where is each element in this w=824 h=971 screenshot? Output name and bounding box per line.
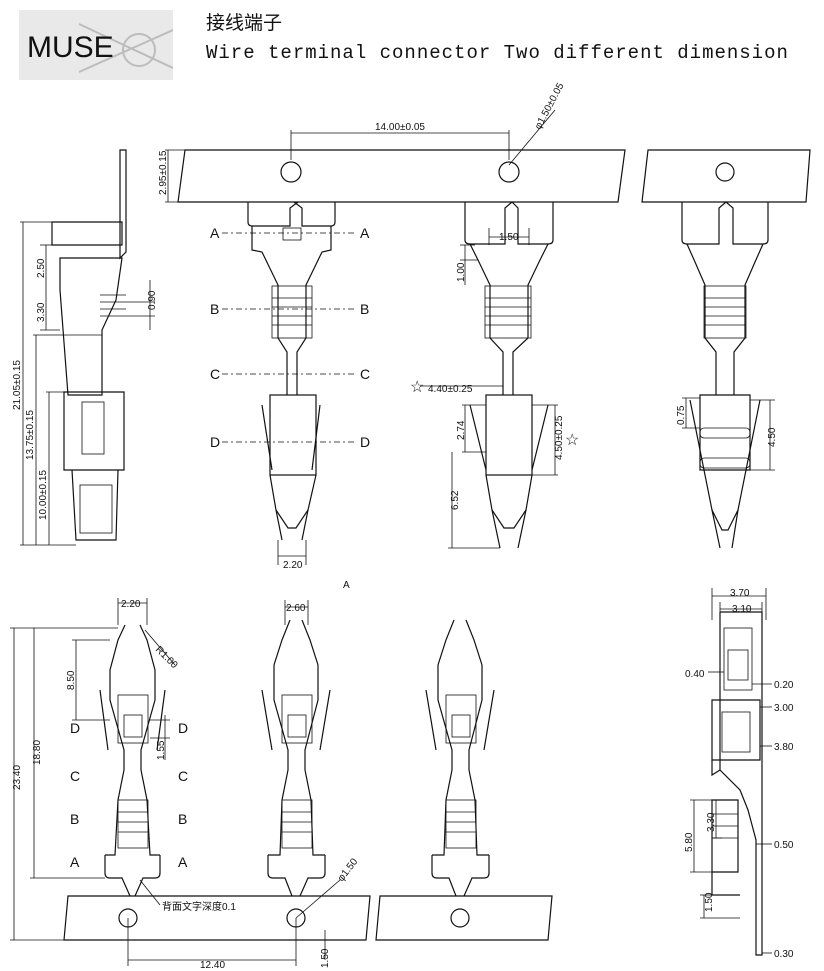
side-view-bottom (711, 611, 763, 956)
terminal-3-dims: 0.75 4.50 (676, 397, 778, 471)
svg-text:3.70: 3.70 (730, 588, 750, 599)
svg-text:φ1.50±0.05: φ1.50±0.05 (533, 81, 567, 131)
back-text-note: 背面文字深度0.1 (162, 900, 236, 913)
svg-text:12.40: 12.40 (200, 960, 225, 971)
svg-text:0.20: 0.20 (774, 680, 794, 691)
svg-text:1.00: 1.00 (456, 262, 467, 282)
svg-text:1.50: 1.50 (704, 892, 715, 912)
side-view-dims: 21.05±0.15 13.75±0.15 10.00±0.15 2.50 3.… (12, 221, 158, 546)
svg-text:C: C (360, 366, 370, 382)
svg-text:2.95±0.15: 2.95±0.15 (158, 150, 169, 195)
svg-text:A: A (178, 854, 188, 870)
svg-text:☆: ☆ (410, 379, 424, 396)
svg-text:4.50±0.25: 4.50±0.25 (554, 415, 565, 460)
logo-text: MUSE (27, 31, 114, 64)
svg-text:0.40: 0.40 (685, 669, 705, 680)
top-carrier-strip (177, 149, 811, 203)
title-chinese: 接线端子 (206, 12, 283, 34)
svg-text:D: D (70, 720, 80, 736)
svg-text:C: C (70, 768, 80, 784)
svg-text:4.40±0.25: 4.40±0.25 (428, 384, 473, 395)
bottom-section-labels: D D C C B B A A (70, 720, 188, 870)
terminal-front-1 (247, 201, 336, 541)
pitch-dimension: 14.00±0.05 φ1.50±0.05 2.95±0.15 (158, 81, 567, 203)
svg-text:B: B (360, 301, 369, 317)
svg-text:10.00±0.15: 10.00±0.15 (38, 470, 49, 520)
terminal-front-3 (681, 201, 769, 549)
svg-text:A: A (360, 225, 370, 241)
svg-text:23.40: 23.40 (12, 765, 23, 790)
bottom-carrier-strip (63, 895, 553, 941)
svg-text:3.30: 3.30 (36, 302, 47, 322)
terminal-bottom-2: 2.60 (261, 600, 331, 897)
title-english: Wire terminal connector Two different di… (206, 42, 789, 64)
svg-text:1.50: 1.50 (320, 948, 331, 968)
svg-text:B: B (178, 811, 187, 827)
svg-text:C: C (210, 366, 220, 382)
svg-text:3.00: 3.00 (774, 703, 794, 714)
svg-text:8.50: 8.50 (66, 670, 77, 690)
svg-text:13.75±0.15: 13.75±0.15 (25, 410, 36, 460)
section-lines: A A B B C C D D 2.20 (210, 225, 370, 571)
svg-text:0.90: 0.90 (147, 290, 158, 310)
svg-text:21.05±0.15: 21.05±0.15 (12, 360, 23, 410)
svg-text:A: A (210, 225, 220, 241)
svg-text:18.80: 18.80 (32, 740, 43, 765)
svg-text:A: A (70, 854, 80, 870)
svg-text:D: D (178, 720, 188, 736)
svg-text:3.10: 3.10 (732, 604, 752, 615)
svg-text:2.60: 2.60 (286, 603, 306, 614)
svg-text:B: B (210, 301, 219, 317)
svg-text:φ1.50: φ1.50 (336, 856, 361, 884)
svg-text:1.55: 1.55 (156, 740, 167, 760)
svg-text:C: C (178, 768, 188, 784)
side-view-bottom-dims: 3.70 3.10 0.40 0.20 3.00 3.80 5.80 3.30 … (684, 588, 794, 960)
terminal-2-dims: 1.50 1.00 4.40±0.25 ☆ 2.74 4.50±0.25 ☆ 6… (410, 228, 579, 549)
terminal-bottom-3 (425, 619, 495, 897)
svg-text:14.00±0.05: 14.00±0.05 (375, 122, 425, 133)
svg-text:2.74: 2.74 (456, 420, 467, 440)
svg-text:3.30: 3.30 (706, 812, 717, 832)
svg-text:6.52: 6.52 (450, 490, 461, 510)
svg-text:4.50: 4.50 (767, 427, 778, 447)
svg-text:2.50: 2.50 (36, 258, 47, 278)
terminal-front-2 (464, 201, 554, 549)
arrow-mark: A (343, 580, 350, 591)
side-view-top (51, 149, 127, 541)
svg-text:0.30: 0.30 (774, 949, 794, 960)
svg-text:R1.00: R1.00 (153, 644, 180, 671)
svg-text:2.20: 2.20 (283, 560, 303, 571)
svg-text:D: D (210, 434, 220, 450)
svg-text:1.50: 1.50 (499, 232, 519, 243)
svg-text:D: D (360, 434, 370, 450)
svg-text:0.75: 0.75 (676, 405, 687, 425)
svg-text:3.80: 3.80 (774, 742, 794, 753)
svg-text:2.20: 2.20 (121, 599, 141, 610)
svg-text:B: B (70, 811, 79, 827)
svg-text:☆: ☆ (565, 432, 579, 449)
svg-text:0.50: 0.50 (774, 840, 794, 851)
svg-text:5.80: 5.80 (684, 832, 695, 852)
muse-logo: MUSE (19, 10, 174, 80)
